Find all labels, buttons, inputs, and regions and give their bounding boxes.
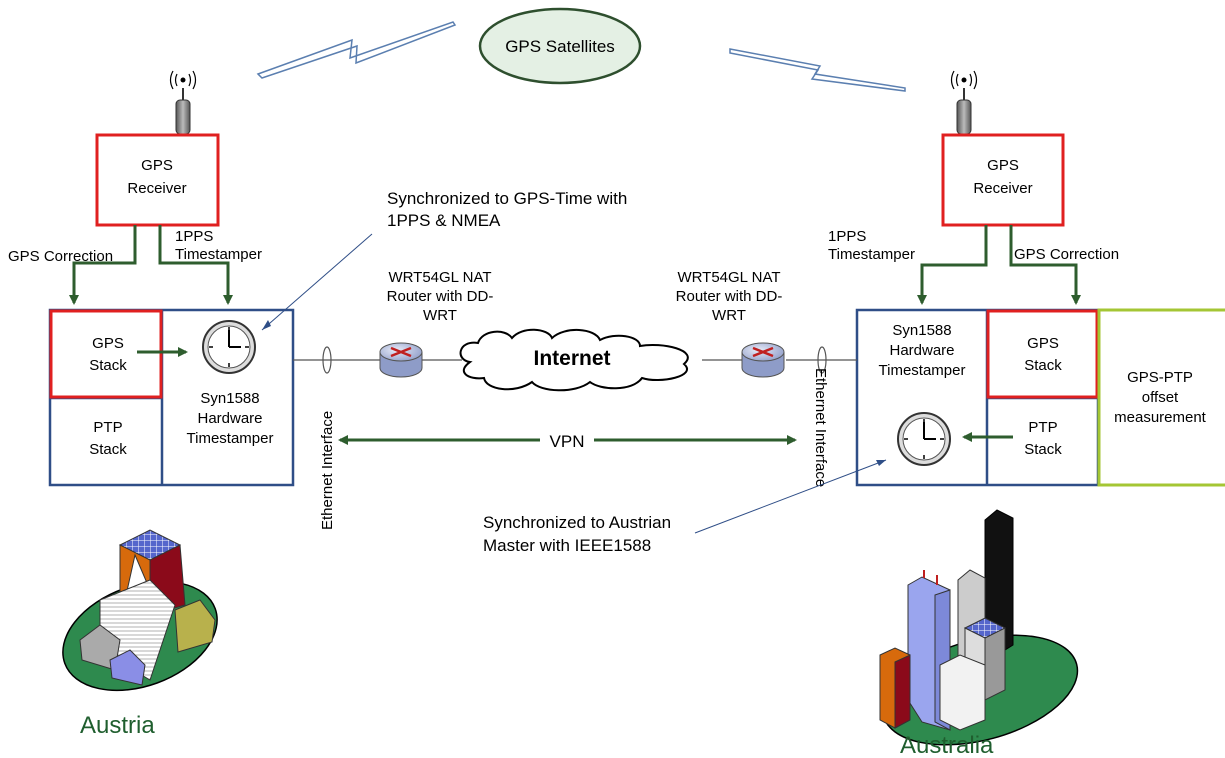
gps-receiver-australia: GPS Receiver [941, 133, 1065, 227]
austrian-sync-annotation: Synchronized to Austrian Master with IEE… [483, 459, 887, 555]
gps-satellites-node: GPS Satellites [478, 7, 642, 85]
australia-node-box [855, 308, 1100, 487]
austria-connectors [69, 225, 233, 305]
gps-stack-australia-2: Stack [1024, 357, 1062, 374]
svg-text:WRT: WRT [423, 307, 457, 324]
svg-text:Synchronized to Austrian: Synchronized to Austrian [483, 513, 671, 532]
australia-label: Australia [900, 732, 994, 758]
svg-text:GPS: GPS [141, 157, 173, 174]
svg-text:measurement: measurement [1114, 409, 1207, 426]
australia-connectors [917, 225, 1081, 305]
svg-text:WRT54GL NAT: WRT54GL NAT [677, 269, 780, 286]
ptp-stack-austria-1: PTP [93, 419, 122, 436]
svg-text:Master with IEEE1588: Master with IEEE1588 [483, 536, 651, 555]
offset-measurement-box: GPS-PTP offset measurement [1097, 308, 1225, 487]
austria-label: Austria [80, 712, 155, 739]
gps-receiver-austria: GPS Receiver [95, 133, 220, 227]
svg-text:1PPS & NMEA: 1PPS & NMEA [387, 211, 501, 230]
pps-label-australia-2: Timestamper [828, 246, 915, 263]
ethernet-port-australia [817, 346, 827, 374]
svg-text:WRT: WRT [712, 307, 746, 324]
gps-sync-annotation: Synchronized to GPS-Time with 1PPS & NME… [261, 189, 627, 331]
internet-label: Internet [533, 347, 610, 370]
gps-satellites-label: GPS Satellites [505, 37, 615, 56]
router-icon [741, 342, 785, 378]
syn-austria-3: Timestamper [187, 430, 274, 447]
svg-text:Synchronized to GPS-Time with: Synchronized to GPS-Time with [387, 189, 627, 208]
svg-text:WRT54GL NAT: WRT54GL NAT [388, 269, 491, 286]
gps-stack-australia-1: GPS [1027, 335, 1059, 352]
ethernet-port-austria [322, 346, 332, 374]
gps-stack-austria-1: GPS [92, 335, 124, 352]
clock-icon [202, 320, 256, 374]
svg-text:Receiver: Receiver [973, 180, 1032, 197]
pps-label-australia-1: 1PPS [828, 228, 866, 245]
gps-correction-label-austria: GPS Correction [8, 248, 113, 265]
svg-text:Router with DD-: Router with DD- [676, 288, 783, 305]
syn-austria-1: Syn1588 [200, 390, 259, 407]
vpn-label: VPN [550, 432, 585, 451]
router-icon [379, 342, 423, 378]
syn-australia-3: Timestamper [879, 362, 966, 379]
antenna-icon [950, 70, 978, 135]
gps-stack-austria-2: Stack [89, 357, 127, 374]
router-left-label: WRT54GL NAT Router with DD- WRT [387, 269, 494, 324]
clock-icon [897, 412, 951, 466]
village-icon [62, 529, 218, 692]
gps-correction-label-australia: GPS Correction [1014, 246, 1119, 263]
antenna-icon [169, 70, 197, 135]
ptp-stack-australia-2: Stack [1024, 441, 1062, 458]
svg-text:Router with DD-: Router with DD- [387, 288, 494, 305]
ptp-stack-australia-1: PTP [1028, 419, 1057, 436]
svg-text:GPS: GPS [987, 157, 1019, 174]
router-right-label: WRT54GL NAT Router with DD- WRT [676, 269, 783, 324]
pps-label-austria-2: Timestamper [175, 246, 262, 263]
svg-text:GPS-PTP: GPS-PTP [1127, 369, 1193, 386]
svg-text:offset: offset [1142, 389, 1179, 406]
cloud-icon: Internet [459, 328, 689, 392]
lightning-icon [256, 21, 906, 92]
syn-australia-1: Syn1588 [892, 322, 951, 339]
ptp-stack-austria-2: Stack [89, 441, 127, 458]
city-icon [879, 509, 1079, 746]
ethernet-label-australia: Ethernet Interface [812, 368, 829, 487]
ethernet-label-austria: Ethernet Interface [319, 411, 336, 530]
pps-label-austria-1: 1PPS [175, 228, 213, 245]
syn-australia-2: Hardware [889, 342, 954, 359]
vpn-label-bg [540, 429, 594, 451]
syn-austria-2: Hardware [197, 410, 262, 427]
svg-text:Receiver: Receiver [127, 180, 186, 197]
